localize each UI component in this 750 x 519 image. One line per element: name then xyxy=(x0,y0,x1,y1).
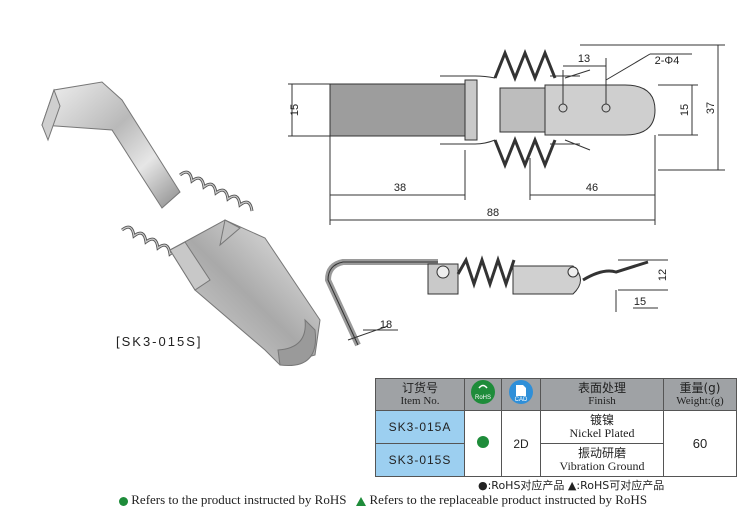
svg-text:CAD: CAD xyxy=(515,397,528,403)
header-finish-en: Finish xyxy=(588,395,616,407)
dim-total-length: 88 xyxy=(487,207,499,219)
dim-right-length: 46 xyxy=(586,182,598,194)
dim-side-offset: 15 xyxy=(634,296,646,308)
header-finish-cn: 表面处理 xyxy=(577,381,626,395)
table-row: SK3-015A 2D 镀镍 Nickel Plated 60 xyxy=(375,410,737,477)
item-cell: SK3-015S xyxy=(375,443,465,477)
side-view-drawing: 12 15 18 xyxy=(324,255,668,347)
dim-hole-spacing: 13 xyxy=(578,53,590,65)
header-weight-cn: 重量(g) xyxy=(679,381,721,395)
rohs-icon: RoHS xyxy=(471,380,495,404)
rohs-replace-text: Refers to the replaceable product instru… xyxy=(369,492,648,507)
top-view-drawing: 15 13 2-Φ4 15 37 38 46 88 xyxy=(288,44,725,225)
cad-icon: CAD xyxy=(509,380,533,404)
dim-right-total-height: 37 xyxy=(705,102,717,114)
product-photo xyxy=(41,81,321,367)
rohs-dot-icon xyxy=(477,435,489,448)
dim-left-length: 38 xyxy=(394,182,406,194)
rohs-cell xyxy=(464,410,502,477)
model-label: [SK3-015S] xyxy=(116,334,203,349)
dim-side-height: 12 xyxy=(657,269,668,281)
weight-cell: 60 xyxy=(663,410,737,477)
header-finish: 表面处理 Finish xyxy=(540,378,664,411)
header-item: 订货号 Item No. xyxy=(375,378,465,411)
header-rohs: RoHS xyxy=(464,378,502,411)
svg-text:RoHS: RoHS xyxy=(475,395,491,401)
finish-cell: 振动研磨 Vibration Ground xyxy=(540,443,664,477)
table-row: SK3-015S 振动研磨 Vibration Ground xyxy=(375,443,737,477)
dim-top-height: 15 xyxy=(289,104,301,116)
finish-en: Vibration Ground xyxy=(559,459,645,473)
finish-cell: 镀镍 Nickel Plated xyxy=(540,410,664,444)
finish-cn: 镀镍 xyxy=(589,413,614,427)
rohs-legend: Refers to the product instructed by RoHS… xyxy=(119,492,647,508)
finish-cn: 振动研磨 xyxy=(577,446,626,460)
header-item-en: Item No. xyxy=(400,395,440,407)
spec-table: 订货号 Item No. RoHS CAD 表面处理 Finish xyxy=(375,378,737,477)
rohs-legend-text: Refers to the product instructed by RoHS xyxy=(131,492,347,507)
rohs-dot-icon xyxy=(119,496,128,506)
header-weight: 重量(g) Weight:(g) xyxy=(663,378,737,411)
finish-en: Nickel Plated xyxy=(569,426,635,440)
header-cad: CAD xyxy=(501,378,541,411)
dim-hole-spec: 2-Φ4 xyxy=(655,55,680,67)
header-item-cn: 订货号 xyxy=(401,381,438,395)
item-cell: SK3-015A xyxy=(375,410,465,444)
rohs-note-cn: ●:RoHS对应产品 ▲:RoHS可对应产品 xyxy=(478,479,665,492)
dim-hook-length: 18 xyxy=(380,319,392,331)
cad-cell: 2D xyxy=(501,410,541,477)
rohs-triangle-icon xyxy=(356,496,367,506)
header-weight-en: Weight:(g) xyxy=(676,395,724,407)
dim-right-inner-height: 15 xyxy=(679,104,691,116)
